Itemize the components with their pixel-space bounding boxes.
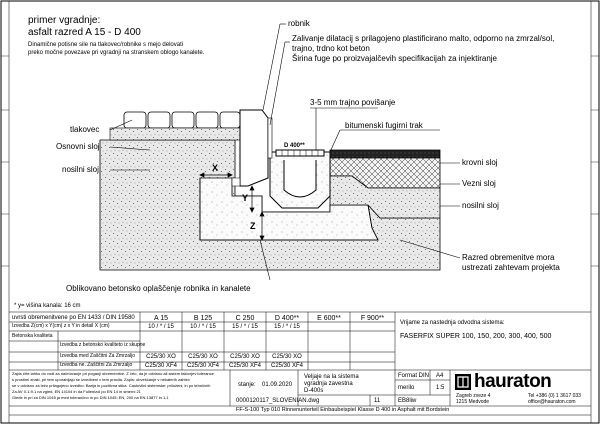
small-print-3: se v odvisno za ležo prilagojeno izvedbo… <box>12 383 211 388</box>
concrete-c250: C25/30 XO <box>230 354 260 360</box>
address-line2: 1215 Medvode <box>456 399 490 405</box>
example-title-line1: primer vgradnje: <box>28 15 101 26</box>
fill-note-line2: trajno, trdno kot beton <box>292 44 370 53</box>
col-a15: A 15 <box>153 315 168 322</box>
concrete2-d400: C25/30 XF4 <box>270 363 304 369</box>
merilo-label: merilo <box>398 385 415 391</box>
stanje-value: 01.09.2020 <box>262 382 293 388</box>
label-robnik: robnik <box>288 19 310 28</box>
label-vezni: Vezni sloj <box>462 179 496 188</box>
sub-label3: Izvedba ne. Zaščitni Za Zmrzaljo <box>60 362 133 368</box>
footnote: * y= višina kanala: 16 cm <box>14 303 81 309</box>
concrete2-c250: C25/30 XF4 <box>228 363 262 369</box>
format-value: A4 <box>436 373 444 379</box>
small-print-5: Glede in pri za DIN 1045 ja med toleranč… <box>12 395 169 400</box>
contact-line1: Tel +386 (0) 1 3617 033 <box>528 393 581 399</box>
sheet-number: 11 <box>374 398 381 404</box>
sub-label2: Izvedba med Zaščitni Za Zmrzaljo <box>60 353 136 359</box>
concrete2-b125: C25/30 XF4 <box>186 363 220 369</box>
dims-a15: 10 / * / 15 <box>148 324 174 330</box>
dim-y-label: Y <box>242 193 249 203</box>
small-print-2: s prostimi znaki, pri tem uporabljajo se… <box>12 377 190 382</box>
label-osnovni: Osnovni sloj <box>56 142 100 151</box>
vrsta-line1: Veljaje na la sistema <box>304 374 359 380</box>
example-note-line1: Dinamične potisne sile na tlakovec/robni… <box>28 42 184 48</box>
label-nosilni-left: nosilni sloj <box>62 165 99 174</box>
example-note-line2: preko močne povezave pri vgradnji na str… <box>28 50 205 56</box>
dims-b125: 10 / * / 15 <box>190 324 216 330</box>
grate-label: D 400** <box>284 143 305 149</box>
concrete-b125: C25/30 XO <box>188 354 218 360</box>
fill-note-line1: Zalivanje dilatacij s prilagojeno plasti… <box>292 34 555 43</box>
hauraton-logo-mark <box>455 374 471 390</box>
contact-line2: office@hauraton.com <box>528 399 576 405</box>
drawing-number: 0000120117_SLOVENIAN.dwg <box>236 398 320 404</box>
label-bitumen: bitumenski fugirni trak <box>345 121 423 130</box>
brand-name: hauraton <box>474 371 552 392</box>
row-label-concrete: Betonska kvaliteta <box>12 333 53 339</box>
dim-z-label: Z <box>250 221 256 231</box>
stanje-label: stanje: <box>238 382 256 388</box>
table-header-left: uvrsti obremenitvene po EN 1433 / DIN 19… <box>12 315 135 321</box>
row-label-dims: Izvedba Z(cm) x Y(cm) z x Y in detail X … <box>12 323 110 329</box>
label-razred-line1: Razred obremenitve mora <box>462 253 555 262</box>
dim-x-label: X <box>212 163 219 173</box>
address-line1: Zagreb zveze 4 <box>456 393 491 399</box>
small-print-1: Zapis črte lahko do vodi za načrtovanje … <box>12 371 214 376</box>
vrsta-line3: D-400s <box>304 388 324 394</box>
small-print-4: Za AV 0.1-9.1 na zgled, EN 14104 in da F… <box>12 389 141 394</box>
dims-c250: 15 / * / 15 <box>232 324 258 330</box>
fill-note-line3: Širina fuge po proizvajalčevih specifika… <box>292 54 497 63</box>
format-label: Format DIN <box>398 373 430 379</box>
col-f900: F 900** <box>360 315 385 322</box>
col-c250: C 250 <box>235 315 255 322</box>
concrete-d400: C25/30 XO <box>272 354 302 360</box>
dims-d400: 15 / * / 15 <box>274 324 300 330</box>
label-nosilni-right: nosilni sloj <box>462 201 499 210</box>
bottom-caption: FF-S-100 Typ 010 Rinnenunterteil Einbaub… <box>236 407 450 413</box>
col-d400: D 400** <box>274 315 300 322</box>
example-title-line2: asfalt razred A 15 - D 400 <box>28 27 141 38</box>
col-e600: E 600** <box>317 315 341 322</box>
label-tlakovec: tlakovec <box>70 125 100 134</box>
label-oblikovano: Oblikovano betonsko oplaščenje robnika i… <box>66 284 251 293</box>
label-razred-line2: ustrezati zahtevam projekta <box>462 263 560 272</box>
merilo-value: 1:5 <box>436 385 445 391</box>
edition: EB8liw <box>398 398 417 404</box>
right-title: Vrijame za nastednja odvodna sistema: <box>400 320 505 326</box>
concrete-a15: C25/30 XO <box>146 354 176 360</box>
concrete2-a15: C25/30 XF4 <box>144 363 178 369</box>
label-trajno: 3-5 mm trajno povišanje <box>310 98 396 107</box>
sub-label1: Izvedba z betonsko kvaliteto iz skupne <box>60 342 146 348</box>
vrsta-line2: vgradnja zavestna <box>304 381 353 387</box>
label-krovni: krovni sloj <box>462 158 498 167</box>
product-list: FASERFIX SUPER 100, 150, 200, 300, 400, … <box>400 333 552 340</box>
col-b125: B 125 <box>193 315 213 322</box>
